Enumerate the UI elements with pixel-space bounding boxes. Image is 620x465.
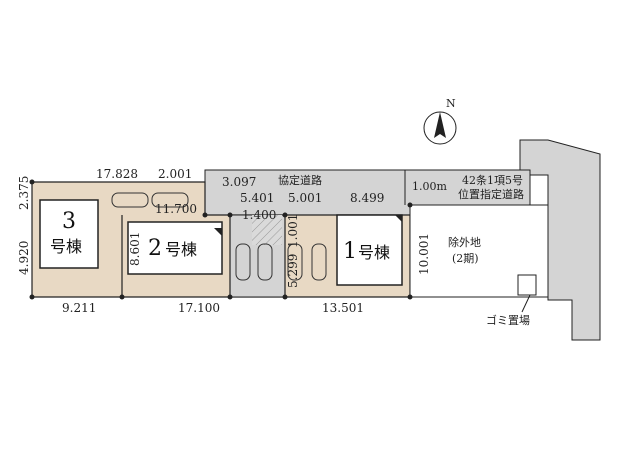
dim-road-vert-1: 5.299 [286,254,300,288]
building-1 [336,214,403,286]
building-2-unit: 号棟 [165,240,197,259]
car [151,192,189,208]
dim-lot1-height: 10.001 [417,233,431,275]
car [235,243,251,281]
building-2-number: 2 [148,236,162,261]
excluded-land-label-1: 除外地 [448,235,481,249]
car [287,243,303,281]
marker-1 [395,215,402,222]
road-width: 1.00m [412,180,447,193]
dim-road-a: 5.401 [240,191,274,205]
dimension-labels: 17.828 2.001 3.097 5.401 5.001 8.499 11.… [17,167,431,315]
public-road [519,139,601,341]
dim-road-vert-2: 1.001 [286,214,300,248]
dim-inner-1: 11.700 [155,202,197,216]
north-label: N [446,97,456,110]
garbage-area [517,274,537,296]
dim-left-bottom: 4.920 [17,241,31,275]
private-road-label: 協定道路 [278,173,322,187]
marker-2 [214,228,222,236]
dim-bottom-2: 17.100 [178,301,220,315]
dim-road-c: 8.499 [350,191,384,205]
building-3-unit: 号棟 [50,237,82,256]
excluded-land-label-2: (2期) [452,252,479,265]
dim-road-b: 5.001 [288,191,322,205]
driveway-hatch [252,215,282,245]
building-2 [127,221,223,275]
building-3-number: 3 [62,209,76,234]
dim-diag-1: 3.097 [222,175,256,189]
car [257,243,273,281]
dim-left-top: 2.375 [17,176,31,210]
dim-top-left: 17.828 [96,167,138,181]
car [311,243,327,281]
north-arrow: N [423,97,457,145]
building-1-unit: 号棟 [358,243,390,262]
designated-road-label-1: 42条1項5号 [462,173,523,187]
building-3 [39,199,99,269]
dim-inner-2: 1.400 [242,208,276,222]
survey-points [29,179,413,300]
dim-bottom-3: 13.501 [322,301,364,315]
car [111,192,149,208]
dim-top-2: 2.001 [158,167,192,181]
building-1-number: 1 [343,239,357,264]
garbage-label: ゴミ置場 [486,313,530,327]
cars [111,192,327,281]
designated-road-label-2: 位置指定道路 [458,187,524,201]
dim-bottom-1: 9.211 [62,301,96,315]
dim-lot2-height: 8.601 [128,232,142,266]
